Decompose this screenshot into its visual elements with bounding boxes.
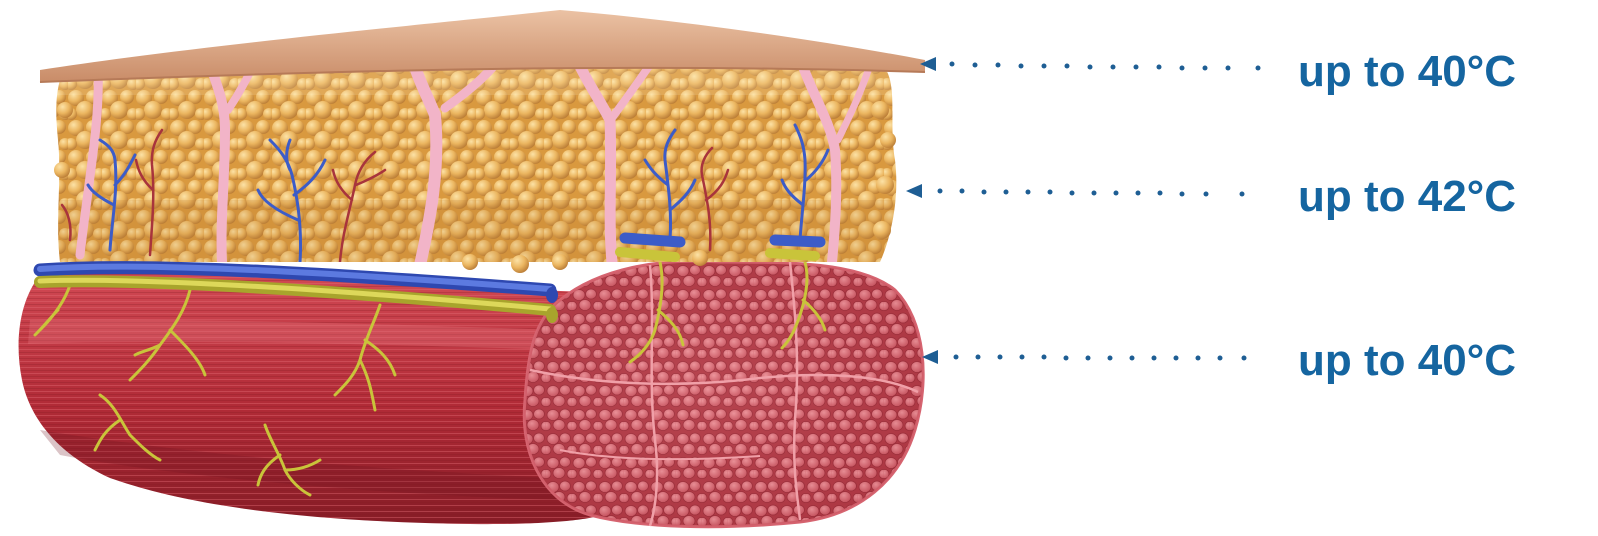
muscle-temperature-label: up to 40°C bbox=[1298, 339, 1516, 383]
dotted-arrow-muscle bbox=[922, 350, 1247, 364]
dotted-arrow-skin bbox=[920, 57, 1261, 71]
dotted-arrow-fat bbox=[906, 184, 1245, 198]
fat-temperature-label: up to 42°C bbox=[1298, 175, 1516, 219]
skin-temperature-label: up to 40°C bbox=[1298, 50, 1516, 94]
dotted-arrow-icon bbox=[906, 184, 922, 198]
dotted-arrow-icon bbox=[922, 350, 938, 364]
